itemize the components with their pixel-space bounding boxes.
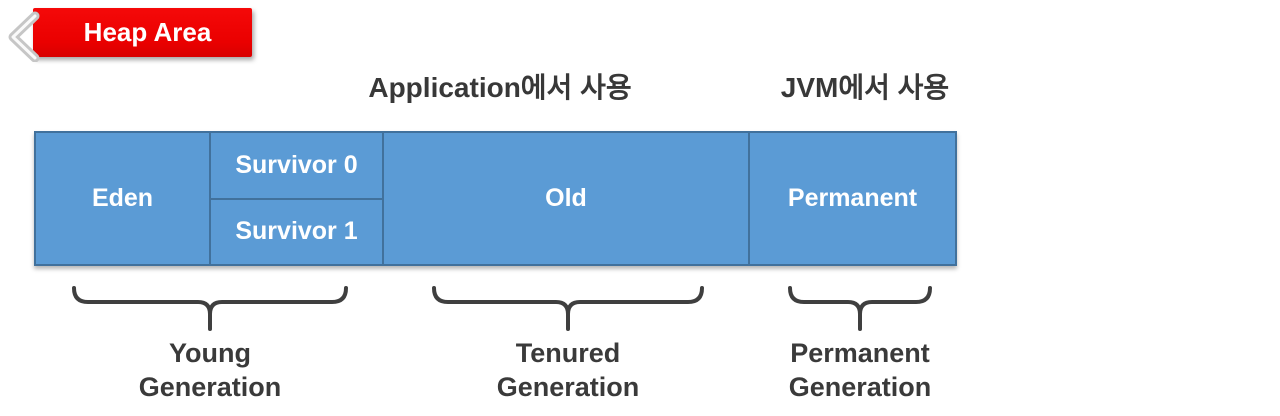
old-cell: Old: [382, 133, 748, 264]
application-usage-label: Application에서 사용: [368, 72, 632, 103]
young-generation-brace: [72, 284, 348, 332]
heap-area-title: Heap Area: [83, 17, 212, 47]
young-generation-line1: Young: [169, 338, 251, 368]
tenured-generation-line2: Generation: [496, 372, 640, 402]
back-chevron-icon[interactable]: [2, 10, 46, 63]
tenured-generation-line1: Tenured: [515, 338, 621, 368]
tenured-generation-brace: [432, 284, 704, 332]
permanent-generation-line2: Generation: [788, 372, 932, 402]
young-generation-line2: Generation: [138, 372, 282, 402]
jvm-usage-label: JVM에서 사용: [780, 72, 950, 103]
permanent-generation-line1: Permanent: [790, 338, 930, 368]
tenured-generation-label: Tenured Generation: [418, 336, 718, 404]
young-generation-label: Young Generation: [60, 336, 360, 404]
survivor0-cell: Survivor 0: [211, 133, 382, 198]
survivor1-cell: Survivor 1: [211, 197, 382, 264]
permanent-generation-label: Permanent Generation: [710, 336, 1010, 404]
permanent-cell: Permanent: [748, 133, 955, 264]
eden-cell: Eden: [36, 133, 209, 264]
heap-memory-bar: Eden Survivor 0 Survivor 1 Old Permanent: [34, 131, 957, 266]
survivor-column: Survivor 0 Survivor 1: [209, 133, 382, 264]
permanent-generation-brace: [788, 284, 932, 332]
heap-area-title-badge: Heap Area: [33, 8, 252, 57]
